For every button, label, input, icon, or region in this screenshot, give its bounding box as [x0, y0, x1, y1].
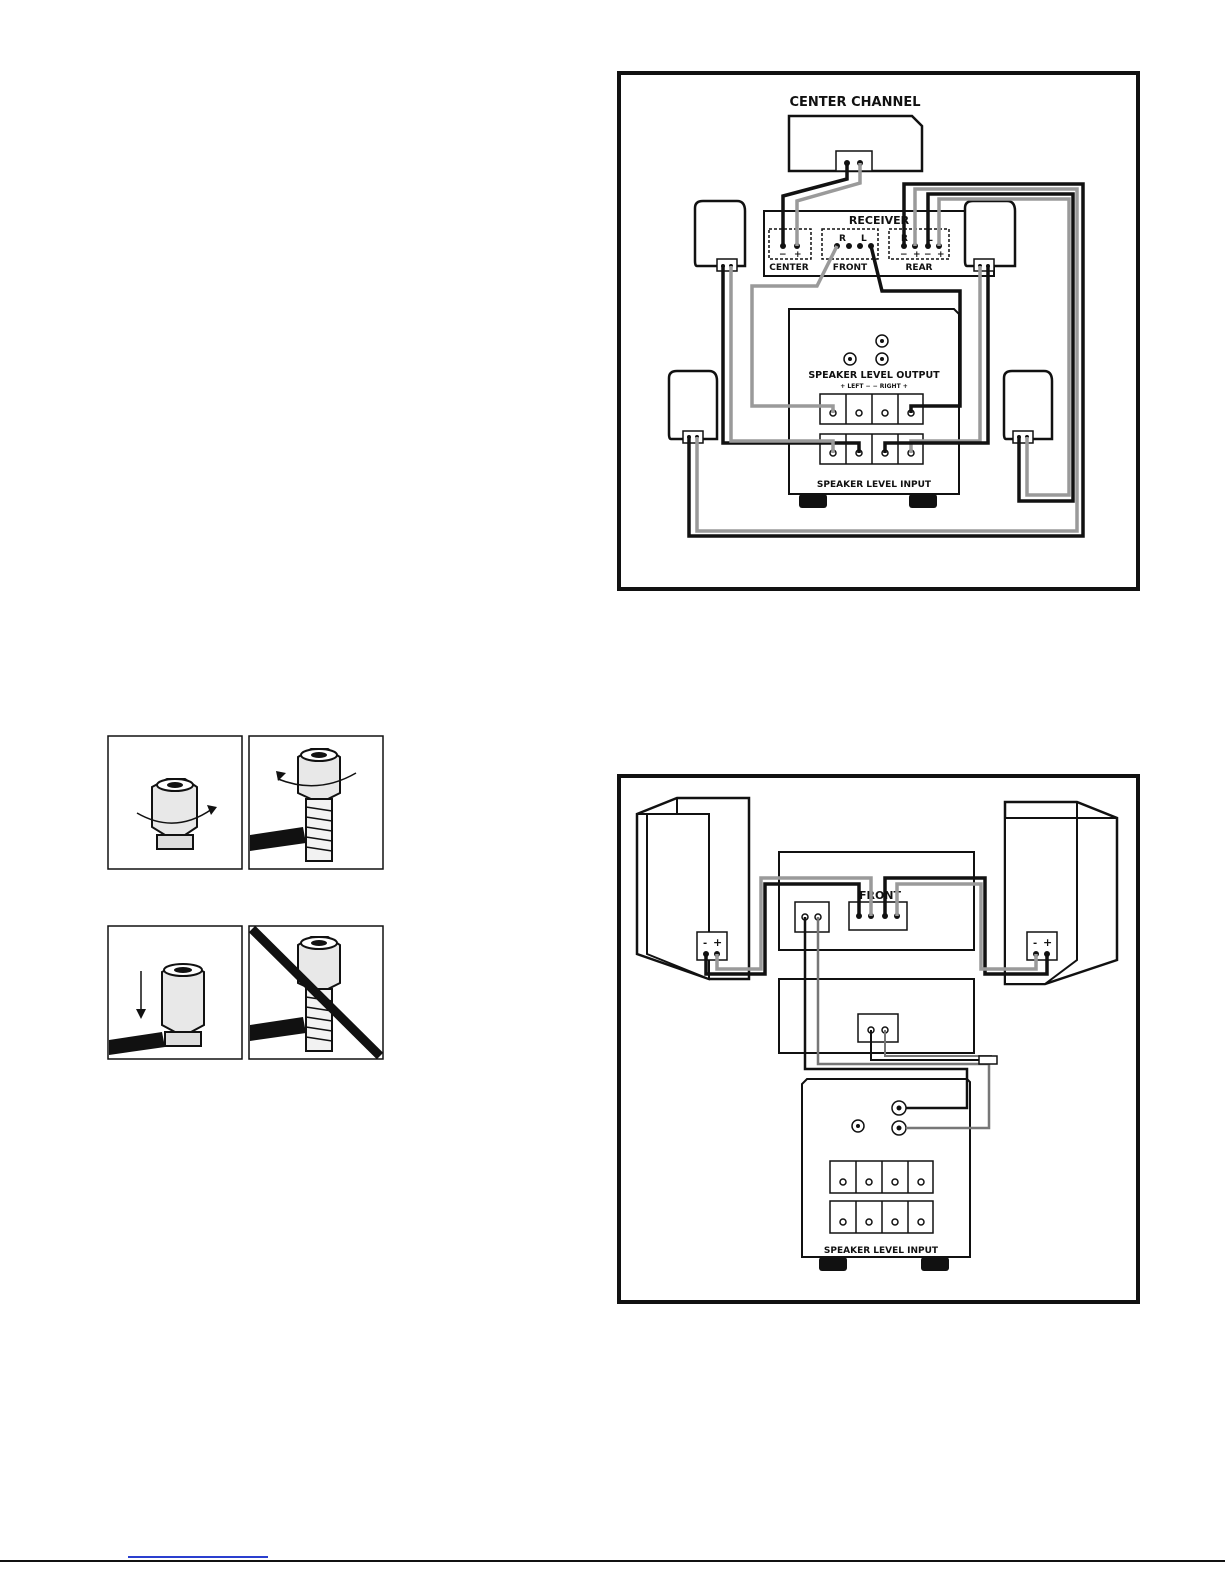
footer-link-underline[interactable] [128, 1556, 268, 1558]
binding-post-step-4-incorrect [248, 925, 384, 1060]
front-r-label: R [839, 234, 846, 244]
front-right-tower-speaker: - + [1005, 802, 1117, 984]
center-channel-speaker [789, 116, 922, 171]
front-l-label: L [861, 234, 867, 244]
front-section-label: FRONT [859, 889, 902, 902]
binding-post-step-1 [107, 735, 243, 870]
page-footer-rule [0, 1560, 1225, 1562]
speaker-level-input-label: SPEAKER LEVEL INPUT [817, 480, 932, 490]
rear-r-plus: + [913, 250, 921, 260]
binding-post-step-3 [107, 925, 243, 1060]
left-right-label: + LEFT − − RIGHT + [840, 383, 908, 390]
front-left-speaker [695, 201, 745, 271]
left-plus: + [713, 936, 722, 949]
rca-plug-icon [979, 1056, 997, 1064]
speaker-level-input-label: SPEAKER LEVEL INPUT [824, 1246, 939, 1256]
center-minus: − [779, 250, 787, 260]
rear-section-label: REAR [906, 263, 933, 273]
rear-l-minus: − [924, 250, 932, 260]
rear-l-plus: + [937, 250, 945, 260]
center-component [779, 979, 974, 1053]
rear-right-speaker [1004, 371, 1052, 443]
receiver: FRONT [779, 852, 974, 950]
surround-wiring-diagram: CENTER CHANNEL RECEIVER R L R L − + − + … [617, 71, 1140, 591]
right-plus: + [1043, 936, 1052, 949]
right-minus: - [1033, 938, 1037, 949]
center-section-label: CENTER [769, 263, 809, 273]
left-minus: - [703, 938, 707, 949]
receiver-title: RECEIVER [849, 214, 910, 227]
speaker-level-output-label: SPEAKER LEVEL OUTPUT [808, 370, 940, 381]
subwoofer: SPEAKER LEVEL OUTPUT + LEFT − − RIGHT + … [789, 309, 959, 508]
center-plus: + [794, 250, 802, 260]
front-section-label: FRONT [833, 263, 868, 273]
front-left-tower-speaker: - + [637, 798, 749, 979]
center-channel-title: CENTER CHANNEL [790, 95, 921, 110]
rear-r-minus: − [900, 250, 908, 260]
binding-post-step-2 [248, 735, 384, 870]
front-right-speaker [965, 201, 1015, 271]
rear-left-speaker [669, 371, 717, 443]
front-stereo-wiring-diagram: - + - + FRONT [617, 774, 1140, 1306]
